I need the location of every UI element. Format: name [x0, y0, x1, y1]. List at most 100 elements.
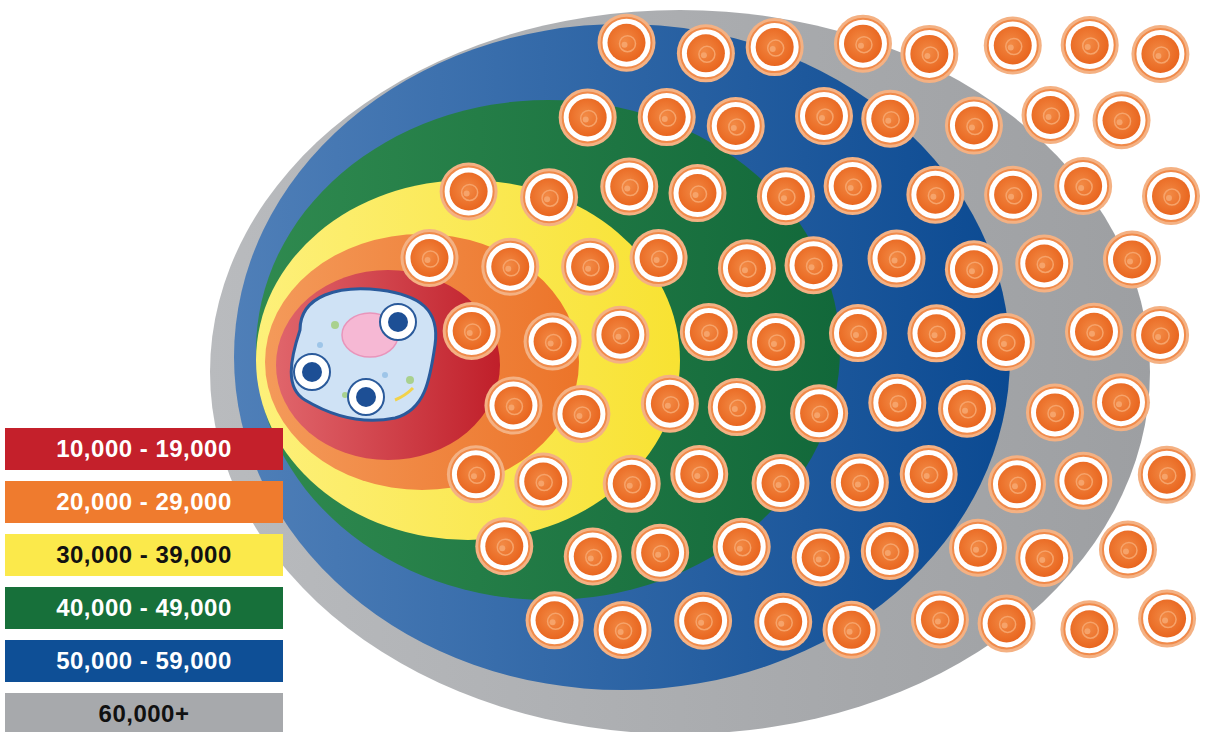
- legend-swatch: 50,000 - 59,000: [5, 640, 283, 682]
- virus-particle: [561, 238, 619, 296]
- legend-swatch: 40,000 - 49,000: [5, 587, 283, 629]
- virus-particle: [514, 453, 572, 511]
- virus-particle: [1138, 446, 1196, 504]
- virus-particle: [752, 454, 810, 512]
- virus-particle: [591, 306, 649, 364]
- virus-particle: [795, 87, 853, 145]
- virus-particle: [631, 524, 689, 582]
- virus-particle: [938, 380, 996, 438]
- virus-particle: [594, 601, 652, 659]
- legend-label: 40,000 - 49,000: [56, 594, 232, 622]
- virus-particle: [978, 594, 1036, 652]
- legend-label: 50,000 - 59,000: [56, 647, 232, 675]
- virus-particle: [907, 304, 965, 362]
- virus-particle: [900, 445, 958, 503]
- virus-particle: [603, 455, 661, 513]
- virus-particle: [713, 518, 771, 576]
- virus-particle: [790, 384, 848, 442]
- virus-particle: [792, 528, 850, 586]
- virus-particle: [564, 527, 622, 585]
- virus-particle: [677, 24, 735, 82]
- virus-particle: [757, 167, 815, 225]
- band-50000: [234, 24, 1010, 690]
- virus-particle: [443, 302, 501, 360]
- virus-particle: [708, 378, 766, 436]
- virus-particle: [641, 375, 699, 433]
- virus-particle: [1054, 452, 1112, 510]
- virus-particle: [526, 591, 584, 649]
- virus-particle: [1138, 590, 1196, 648]
- virus-particle: [1015, 529, 1073, 587]
- legend: 10,000 - 19,00020,000 - 29,00030,000 - 3…: [5, 428, 283, 732]
- virus-particle: [1026, 383, 1084, 441]
- virus-particle: [669, 164, 727, 222]
- virus-particle: [484, 377, 542, 435]
- band-40000: [256, 100, 840, 600]
- virus-particle: [447, 445, 505, 503]
- legend-label: 30,000 - 39,000: [56, 541, 232, 569]
- band-60000: [210, 10, 1150, 732]
- band-10000: [276, 270, 500, 460]
- virus-particle: [868, 374, 926, 432]
- virus-particle: [630, 229, 688, 287]
- virus-particle: [984, 166, 1042, 224]
- virus-particle: [988, 455, 1046, 513]
- virus-particle: [707, 97, 765, 155]
- virus-particle: [834, 15, 892, 73]
- virus-particle: [984, 17, 1042, 75]
- virus-particle: [520, 168, 578, 226]
- virus-particle: [597, 14, 655, 72]
- virus-particle: [524, 313, 582, 371]
- virus-particle: [552, 385, 610, 443]
- host-cell: [291, 289, 436, 420]
- virus-particle: [868, 230, 926, 288]
- virus-particle: [1060, 600, 1118, 658]
- virus-particle: [747, 313, 805, 371]
- virus-particle: [1065, 303, 1123, 361]
- virus-particle: [1103, 230, 1161, 288]
- legend-swatch: 30,000 - 39,000: [5, 534, 283, 576]
- virus-particle: [945, 240, 1003, 298]
- virus-particle: [559, 88, 617, 146]
- virus-particle: [861, 90, 919, 148]
- virus-particle: [861, 522, 919, 580]
- virus-cloud: [400, 14, 1200, 659]
- virus-particle: [1022, 86, 1080, 144]
- virus-particle: [754, 593, 812, 651]
- virus-particle: [1142, 167, 1200, 225]
- virus-particle: [785, 236, 843, 294]
- virus-particle: [945, 97, 1003, 155]
- virus-particle: [1092, 373, 1150, 431]
- virus-particle: [475, 517, 533, 575]
- virus-particle: [1131, 25, 1189, 83]
- virus-particle: [829, 304, 887, 362]
- virus-particle: [1054, 157, 1112, 215]
- virus-particle: [1099, 520, 1157, 578]
- virus-particle: [440, 162, 498, 220]
- virus-particle: [400, 229, 458, 287]
- virus-particle: [831, 453, 889, 511]
- virus-particle: [823, 601, 881, 659]
- virus-particle: [1015, 234, 1073, 292]
- virus-particle: [1061, 16, 1119, 74]
- virus-particle: [670, 445, 728, 503]
- virus-particle: [746, 18, 804, 76]
- virus-particle: [600, 158, 658, 216]
- virus-particle: [1131, 306, 1189, 364]
- virus-particle: [638, 88, 696, 146]
- virus-particle: [1093, 91, 1151, 149]
- legend-label: 10,000 - 19,000: [56, 435, 232, 463]
- virus-particle: [977, 313, 1035, 371]
- legend-label: 60,000+: [99, 700, 190, 728]
- virus-particle: [481, 238, 539, 296]
- virus-particle: [949, 519, 1007, 577]
- virus-particle: [906, 166, 964, 224]
- legend-swatch: 10,000 - 19,000: [5, 428, 283, 470]
- virus-particle: [911, 590, 969, 648]
- virus-particle: [718, 239, 776, 297]
- virus-particle: [674, 592, 732, 650]
- virus-particle: [900, 25, 958, 83]
- virus-particle: [680, 303, 738, 361]
- legend-swatch: 60,000+: [5, 693, 283, 732]
- band-30000: [256, 180, 680, 540]
